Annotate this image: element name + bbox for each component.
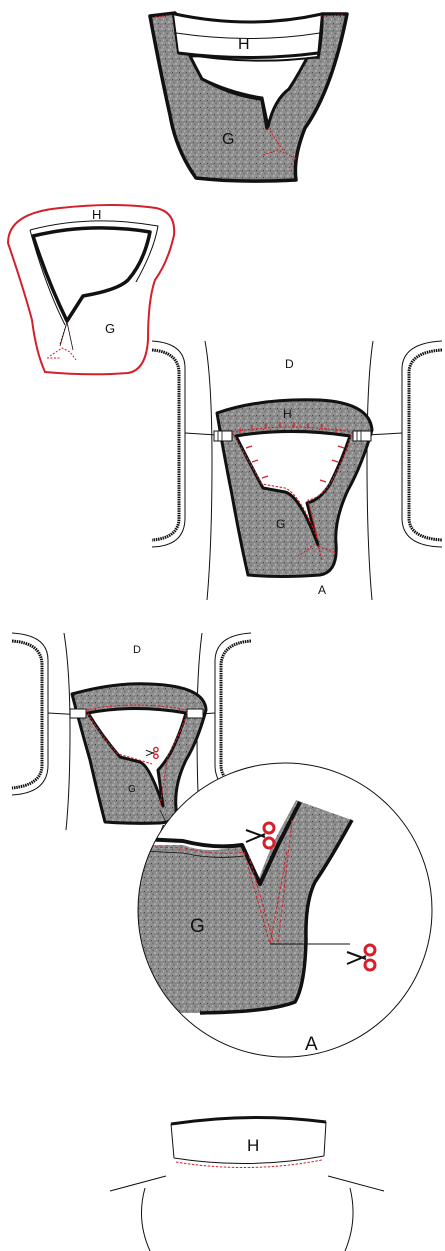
step-1-label-h: H <box>238 36 250 53</box>
step-4-label-d: D <box>133 644 141 656</box>
detail-label-a: A <box>305 1034 318 1055</box>
scissors-icon <box>347 945 375 970</box>
step-2-label-h: H <box>92 207 101 222</box>
step-1-facing-figure: H G <box>150 13 347 181</box>
step-5-finished-collar: H <box>110 1117 384 1251</box>
step-5-label-h: H <box>247 1136 259 1155</box>
detail-label-g: G <box>190 916 205 937</box>
step-4-label-g: G <box>128 784 136 795</box>
step-1-label-g: G <box>222 131 234 148</box>
step-2-label-g: G <box>105 321 115 336</box>
step-2-facing-pattern: H G <box>8 205 174 374</box>
step-3-label-h: H <box>283 407 292 421</box>
step-3-label-g: G <box>276 517 285 531</box>
step-3-label-a: A <box>318 583 326 597</box>
step-3-garment-assembly: D H G A <box>152 341 442 600</box>
step-3-label-d: D <box>285 357 294 371</box>
